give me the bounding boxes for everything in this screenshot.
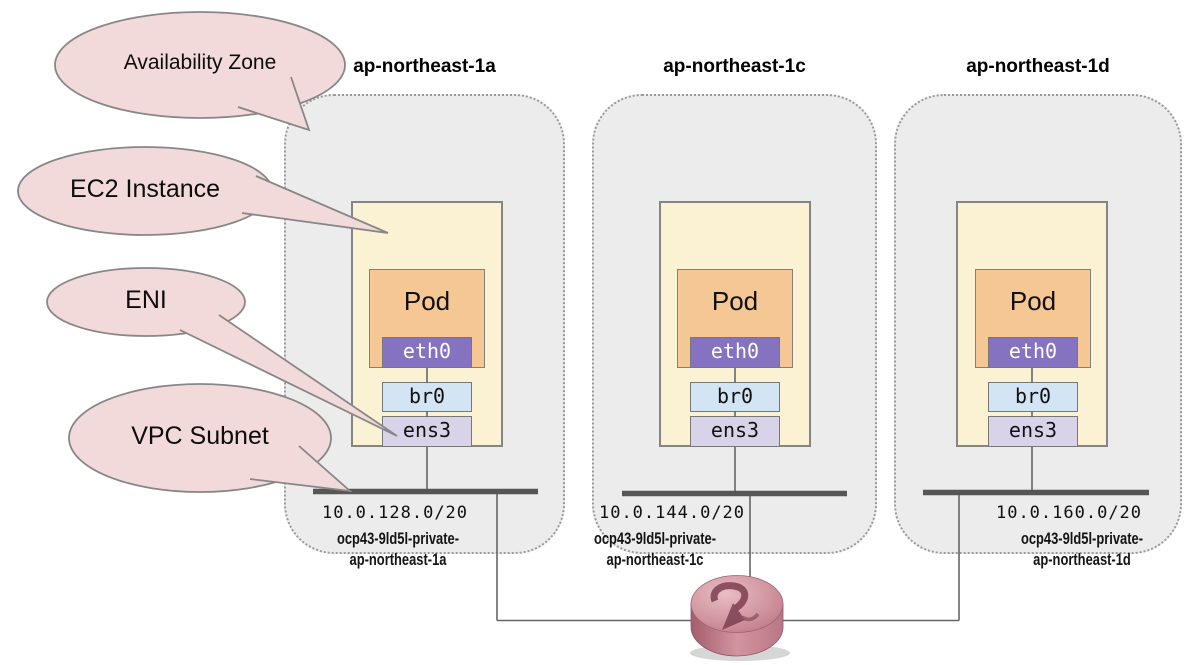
subnet-name-label: ocp43-9ld5l-private- ap-northeast-1c [545,528,765,570]
subnet-name-line1: ocp43-9ld5l-private- [593,529,717,548]
eni-ens3-box: ens3 [382,416,472,447]
subnet-name-line2: ap-northeast-1d [1033,550,1131,569]
bridge-br0-box: br0 [382,382,472,412]
subnet-name-line1: ocp43-9ld5l-private- [1020,529,1144,548]
callout-label-vpc-subnet: VPC Subnet [131,422,269,450]
eni-ens3-box: ens3 [988,416,1078,447]
eni-ens3-box: ens3 [690,416,780,447]
subnet-cidr-label: 10.0.128.0/20 [321,503,469,523]
az-title-1a: ap-northeast-1a [353,56,496,77]
callout-label-availability-zone: Availability Zone [123,51,277,74]
subnet-cidr-label: 10.0.144.0/20 [598,503,746,523]
bridge-br0-box: br0 [690,382,780,412]
pod-eth0-box: eth0 [382,337,472,368]
subnet-name-line2: ap-northeast-1c [606,550,704,569]
callout-label-eni: ENI [125,286,167,314]
pod-eth0-box: eth0 [690,337,780,368]
az-title-1c: ap-northeast-1c [663,56,806,77]
subnet-name-label: ocp43-9ld5l-private- ap-northeast-1a [288,528,508,570]
bridge-br0-box: br0 [988,382,1078,412]
router-icon [690,575,790,661]
subnet-name-line2: ap-northeast-1a [349,550,447,569]
subnet-cidr-label: 10.0.160.0/20 [995,503,1143,523]
callout-label-ec2-instance: EC2 Instance [69,175,221,203]
pod-eth0-box: eth0 [988,337,1078,368]
az-title-1d: ap-northeast-1d [966,56,1110,77]
subnet-name-label: ocp43-9ld5l-private- ap-northeast-1d [972,528,1192,570]
subnet-name-line1: ocp43-9ld5l-private- [336,529,460,548]
